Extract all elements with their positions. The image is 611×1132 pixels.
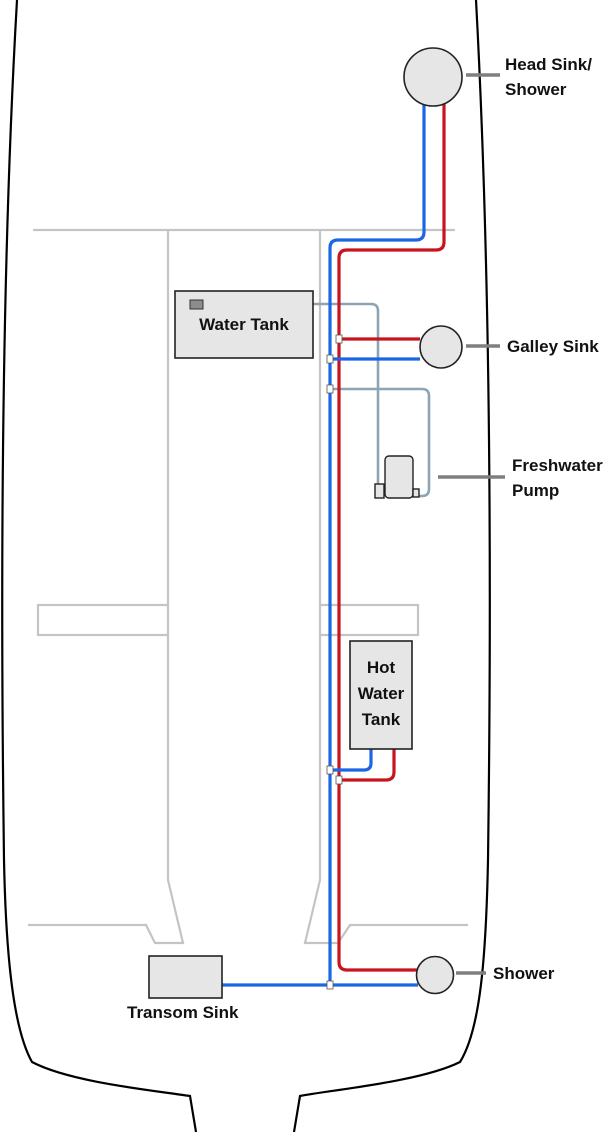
transom-sink-box — [148, 955, 223, 999]
freshwater-pump-label-line2: Pump — [512, 481, 560, 500]
head-sink-label-line1: Head Sink/ — [505, 55, 592, 74]
water-tank-outlet — [189, 299, 204, 310]
hot-water-tank-label-line2: Water — [357, 684, 405, 703]
supply-lines — [197, 302, 431, 498]
shower-label: Shower — [493, 964, 555, 983]
head-sink-label-line2: Shower — [505, 80, 567, 99]
tee-fittings — [326, 334, 343, 990]
hull-outline-right — [292, 0, 491, 1132]
hot-water-lines — [337, 104, 446, 972]
hull-outline-left — [1, 0, 198, 1132]
freshwater-pump-label-line1: Freshwater — [512, 456, 603, 475]
hot-water-tank-label-line3: Tank — [361, 710, 401, 729]
galley-sink-fixture — [419, 325, 463, 369]
hot-water-tank-label-line1: Hot — [366, 658, 396, 677]
galley-sink-label: Galley Sink — [507, 337, 599, 356]
callout-lines — [438, 73, 505, 975]
transom-sink-label: Transom Sink — [127, 1003, 239, 1022]
cold-water-lines — [222, 104, 426, 987]
water-tank-label: Water Tank — [199, 314, 289, 334]
shower-fixture — [415, 955, 455, 995]
freshwater-pump-fixture — [374, 455, 420, 499]
interior-outline — [28, 228, 468, 945]
head-sink-fixture — [403, 47, 463, 107]
hot-water-tank-box — [349, 640, 413, 750]
